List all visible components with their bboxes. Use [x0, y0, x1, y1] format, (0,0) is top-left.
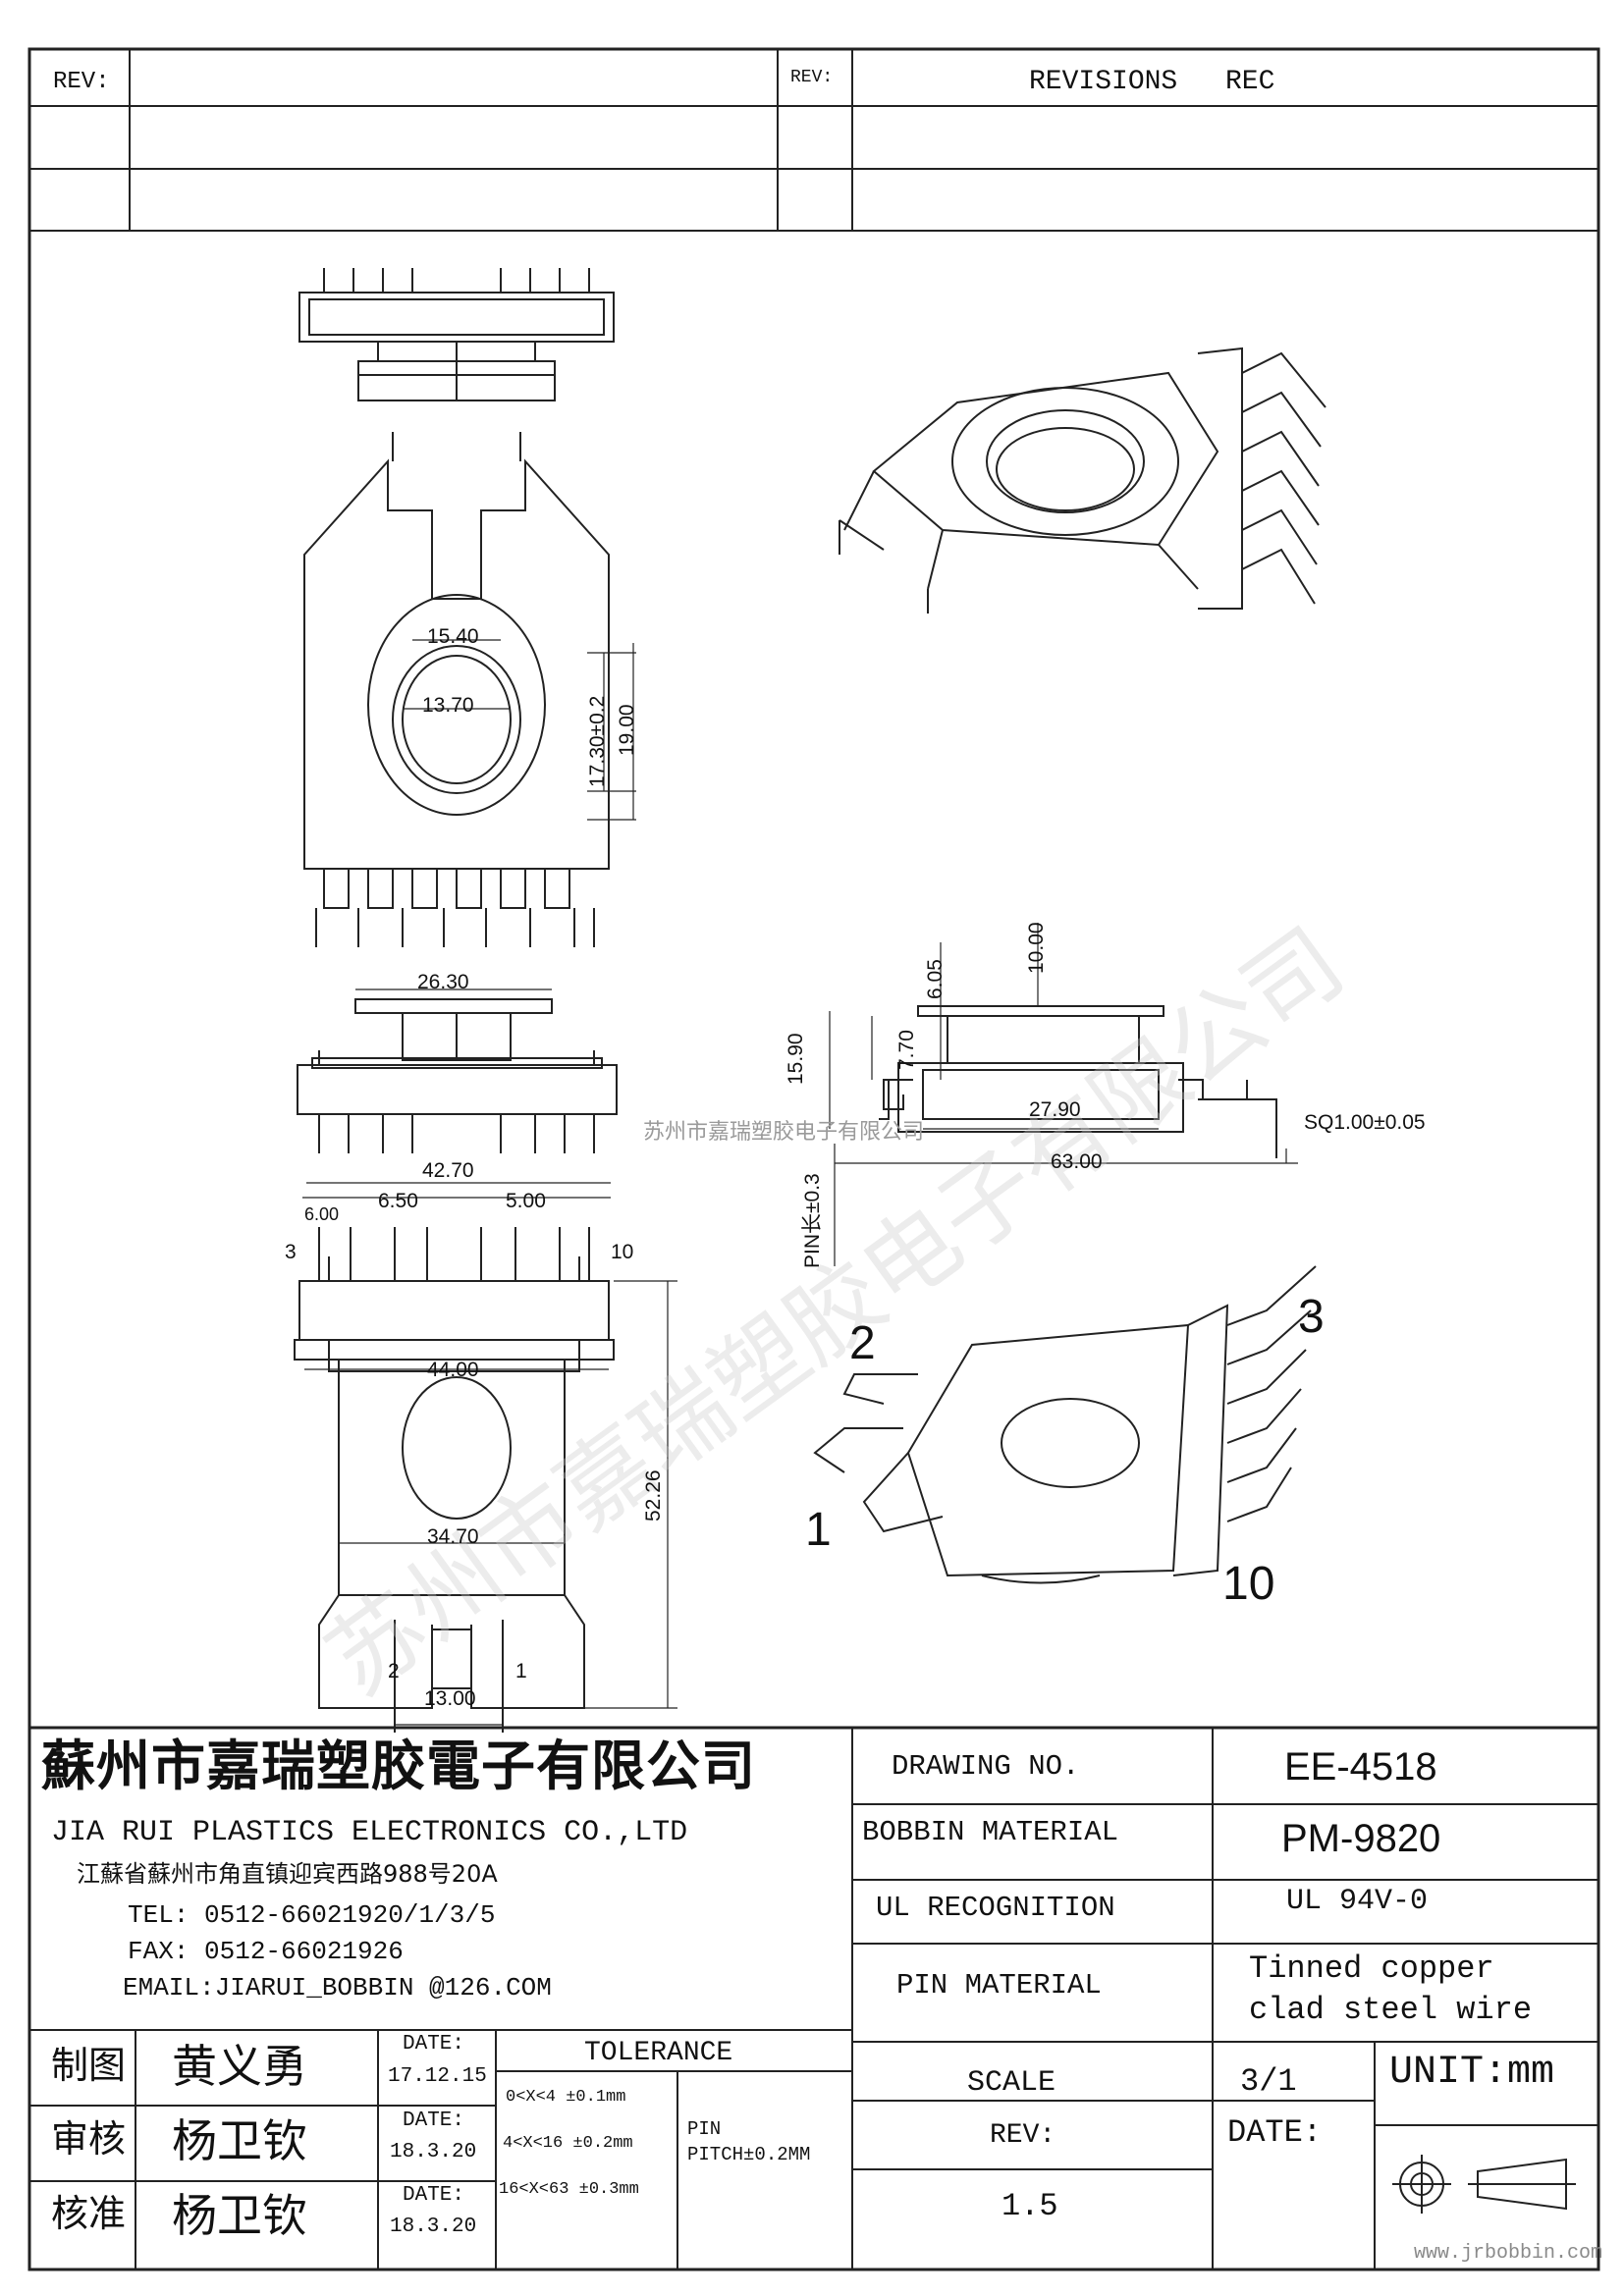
check-label: 审核 — [51, 2117, 127, 2161]
date-label-approved: DATE: — [403, 2184, 465, 2207]
company-name-en: JIA RUI PLASTICS ELECTRONICS CO.,LTD — [51, 1816, 688, 1849]
date-label-drawn: DATE: — [403, 2033, 465, 2056]
dim-pitch-c: 5.00 — [506, 1190, 546, 1212]
rev-label: REV: — [53, 69, 110, 95]
dim-pitch-a: 6.00 — [304, 1204, 340, 1224]
date-drawn: 17.12.15 — [388, 2065, 487, 2088]
date-label-right: DATE: — [1227, 2114, 1323, 2151]
projection-symbol — [1392, 2155, 1576, 2214]
ul-recognition-value: UL 94V-0 — [1286, 1885, 1429, 1918]
company-email: EMAIL:JIARUI_BOBBIN @126.COM — [123, 1973, 552, 2002]
dim-flange: 26.30 — [417, 971, 469, 993]
iso-pin-label-3: 3 — [1298, 1291, 1325, 1343]
dim-inner: 13.70 — [422, 694, 474, 717]
tolerance-row-3: 16<X<63 ±0.3mm — [499, 2180, 639, 2199]
drawn-label: 制图 — [51, 2044, 127, 2087]
unit-label: UNIT:mm — [1389, 2051, 1555, 2095]
pin-material-line1: Tinned copper — [1249, 1950, 1494, 1987]
pin-label-10: 10 — [611, 1241, 634, 1263]
dim-pitch-b: 6.50 — [378, 1190, 418, 1212]
dim-side-height: 15.90 — [785, 1033, 807, 1085]
dim-total-length: 63.00 — [1051, 1150, 1103, 1173]
rev-value: 1.5 — [1001, 2188, 1058, 2224]
view-isometric-top — [839, 347, 1326, 614]
company-fax: FAX: 0512-66021926 — [128, 1937, 404, 1966]
dim-height-outer: 19.00 — [616, 704, 638, 756]
pin-material-line2: clad steel wire — [1249, 1992, 1533, 2028]
dim-inner-outer: 15.40 — [427, 625, 479, 648]
pin-pitch-line2: PITCH±0.2MM — [687, 2144, 811, 2165]
company-tel: TEL: 0512-66021920/1/3/5 — [128, 1900, 496, 1930]
date-label-checked: DATE: — [403, 2109, 465, 2132]
scale-value: 3/1 — [1240, 2063, 1297, 2100]
pin-label-3: 3 — [285, 1241, 297, 1263]
dim-bottom-pins: 13.00 — [424, 1687, 476, 1710]
dim-neck: 6.05 — [924, 959, 947, 999]
view-top-elevation — [298, 268, 615, 401]
view-right-section — [829, 923, 1298, 1266]
iso-pin-label-1: 1 — [805, 1504, 832, 1556]
dim-height-tol: 17.30±0.2 — [586, 695, 609, 787]
drawn-by: 黄义勇 — [172, 2040, 307, 2093]
dim-plate-bottom: 34.70 — [427, 1525, 479, 1548]
pin-label-2: 2 — [388, 1660, 400, 1682]
watermark-center: 苏州市嘉瑞塑胶电子有限公司 — [643, 1120, 925, 1145]
view-side-elevation — [297, 988, 618, 1184]
company-name-cn: 蘇州市嘉瑞塑胶電子有限公司 — [41, 1735, 757, 1797]
dim-top-height: 10.00 — [1025, 922, 1048, 974]
dim-side-base: 27.90 — [1029, 1098, 1081, 1121]
drawing-no-label: DRAWING NO. — [892, 1750, 1080, 1783]
rev-label-title: REV: — [990, 2120, 1056, 2151]
approve-label: 核准 — [51, 2192, 127, 2235]
dim-neck-2: 7.70 — [895, 1030, 918, 1070]
view-plan — [303, 432, 636, 947]
drawing-no-value: EE-4518 — [1284, 1745, 1437, 1789]
rec-label: REC — [1225, 67, 1275, 97]
iso-pin-label-10: 10 — [1222, 1558, 1275, 1610]
checked-by: 杨卫钦 — [172, 2114, 307, 2167]
pin-material-label: PIN MATERIAL — [896, 1969, 1102, 2002]
dim-base-width: 42.70 — [422, 1159, 474, 1182]
view-front — [294, 1197, 677, 1733]
tolerance-row-1: 0<X<4 ±0.1mm — [506, 2088, 626, 2107]
bobbin-material-label: BOBBIN MATERIAL — [862, 1816, 1119, 1848]
bobbin-material-value: PM-9820 — [1281, 1817, 1441, 1860]
date-approved: 18.3.20 — [390, 2216, 477, 2238]
dim-pin-len: PIN长±0.3 — [801, 1173, 824, 1268]
date-checked: 18.3.20 — [390, 2141, 477, 2163]
pin-label-1: 1 — [515, 1660, 527, 1682]
tolerance-row-2: 4<X<16 ±0.2mm — [503, 2134, 633, 2153]
revisions-label: REVISIONS — [1029, 67, 1178, 97]
tolerance-label: TOLERANCE — [584, 2038, 733, 2068]
dim-pin-sq: SQ1.00±0.05 — [1304, 1111, 1426, 1134]
iso-pin-label-2: 2 — [849, 1317, 876, 1369]
footer-site: www.jrbobbin.com — [1414, 2242, 1603, 2265]
rev-label-2: REV: — [790, 68, 834, 87]
view-isometric-bottom — [813, 1265, 1317, 1584]
dim-total-height: 52.26 — [642, 1469, 665, 1522]
pin-pitch-line1: PIN — [687, 2118, 722, 2140]
dim-plate: 44.00 — [427, 1359, 479, 1381]
approved-by: 杨卫钦 — [172, 2189, 307, 2242]
ul-recognition-label: UL RECOGNITION — [876, 1892, 1115, 1924]
scale-label: SCALE — [967, 2066, 1056, 2100]
company-address: 江蘇省蘇州市角直镇迎宾西路988号20A — [77, 1860, 498, 1888]
sheet-border — [27, 47, 1600, 2271]
